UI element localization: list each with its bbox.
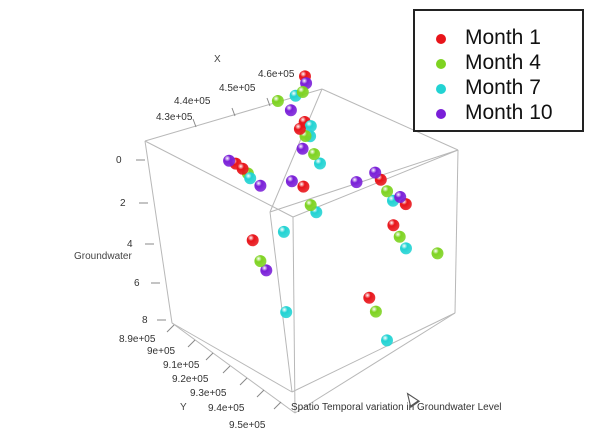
- data-point: [271, 95, 284, 107]
- y-tick-label: 9.5e+05: [229, 420, 266, 431]
- data-point: [369, 305, 382, 318]
- data-point: [280, 306, 293, 319]
- data-point: [254, 255, 267, 268]
- z-tick-label: 0: [116, 155, 122, 166]
- chart-title: Spatio Temporal variation in Groundwater…: [291, 402, 502, 413]
- data-point: [277, 225, 290, 238]
- z-tick-label: 4: [127, 239, 133, 250]
- legend-marker: [436, 59, 446, 69]
- y-tick-label: 9.4e+05: [208, 403, 245, 414]
- data-point: [350, 176, 363, 189]
- data-point: [387, 219, 400, 232]
- data-point: [314, 157, 326, 170]
- legend-marker: [436, 34, 446, 44]
- legend-item: Month 10: [415, 101, 582, 126]
- z-axis: 0 2 4 6 8 Groundwater: [74, 155, 166, 326]
- legend-item: Month 1: [415, 26, 582, 51]
- data-point: [284, 104, 297, 117]
- data-point: [296, 86, 309, 98]
- data-point: [394, 191, 407, 203]
- data-point: [296, 142, 309, 155]
- y-axis-title: Y: [180, 402, 187, 413]
- legend-marker: [436, 84, 446, 94]
- x-tick-label: 4.4e+05: [174, 96, 211, 107]
- legend-label: Month 1: [465, 26, 541, 49]
- data-point: [308, 148, 321, 161]
- x-tick-label: 4.6e+05: [258, 69, 295, 80]
- x-axis-title: X: [214, 54, 221, 65]
- legend-item: Month 4: [415, 51, 582, 76]
- data-point: [381, 334, 393, 347]
- y-axis: 8.9e+05 9e+05 9.1e+05 9.2e+05 9.3e+05 9.…: [119, 324, 282, 431]
- x-tick-label: 4.5e+05: [219, 83, 256, 94]
- data-point: [431, 247, 444, 260]
- data-point: [304, 120, 317, 133]
- legend-label: Month 4: [465, 51, 541, 74]
- z-axis-title: Groundwater: [74, 251, 132, 262]
- legend-label: Month 10: [465, 101, 553, 124]
- y-tick-label: 8.9e+05: [119, 334, 156, 345]
- data-point: [369, 166, 382, 179]
- data-point: [223, 154, 236, 167]
- data-point: [381, 185, 394, 198]
- data-point: [304, 199, 317, 212]
- legend-label: Month 7: [465, 76, 541, 99]
- data-point: [244, 172, 257, 185]
- data-point: [254, 179, 267, 192]
- y-tick-label: 9.3e+05: [190, 388, 227, 399]
- y-tick-label: 9.2e+05: [172, 374, 209, 385]
- data-point: [393, 230, 406, 243]
- data-point: [293, 122, 306, 135]
- bounding-box: [144, 88, 459, 414]
- data-points: [223, 70, 444, 347]
- y-tick-label: 9e+05: [147, 346, 176, 357]
- y-tick-label: 9.1e+05: [163, 360, 200, 371]
- z-tick-label: 8: [142, 315, 148, 326]
- legend-item: Month 7: [415, 76, 582, 101]
- data-point: [363, 291, 376, 304]
- data-point: [236, 162, 249, 175]
- data-point: [297, 180, 310, 193]
- data-point: [400, 242, 412, 255]
- x-tick-label: 4.3e+05: [156, 112, 193, 123]
- z-tick-label: 6: [134, 278, 140, 289]
- data-point: [285, 175, 298, 188]
- legend-marker: [436, 109, 446, 119]
- z-tick-label: 2: [120, 198, 126, 209]
- data-point: [260, 264, 273, 277]
- data-point: [246, 234, 259, 247]
- legend: Month 1 Month 4 Month 7 Month 10: [413, 9, 584, 132]
